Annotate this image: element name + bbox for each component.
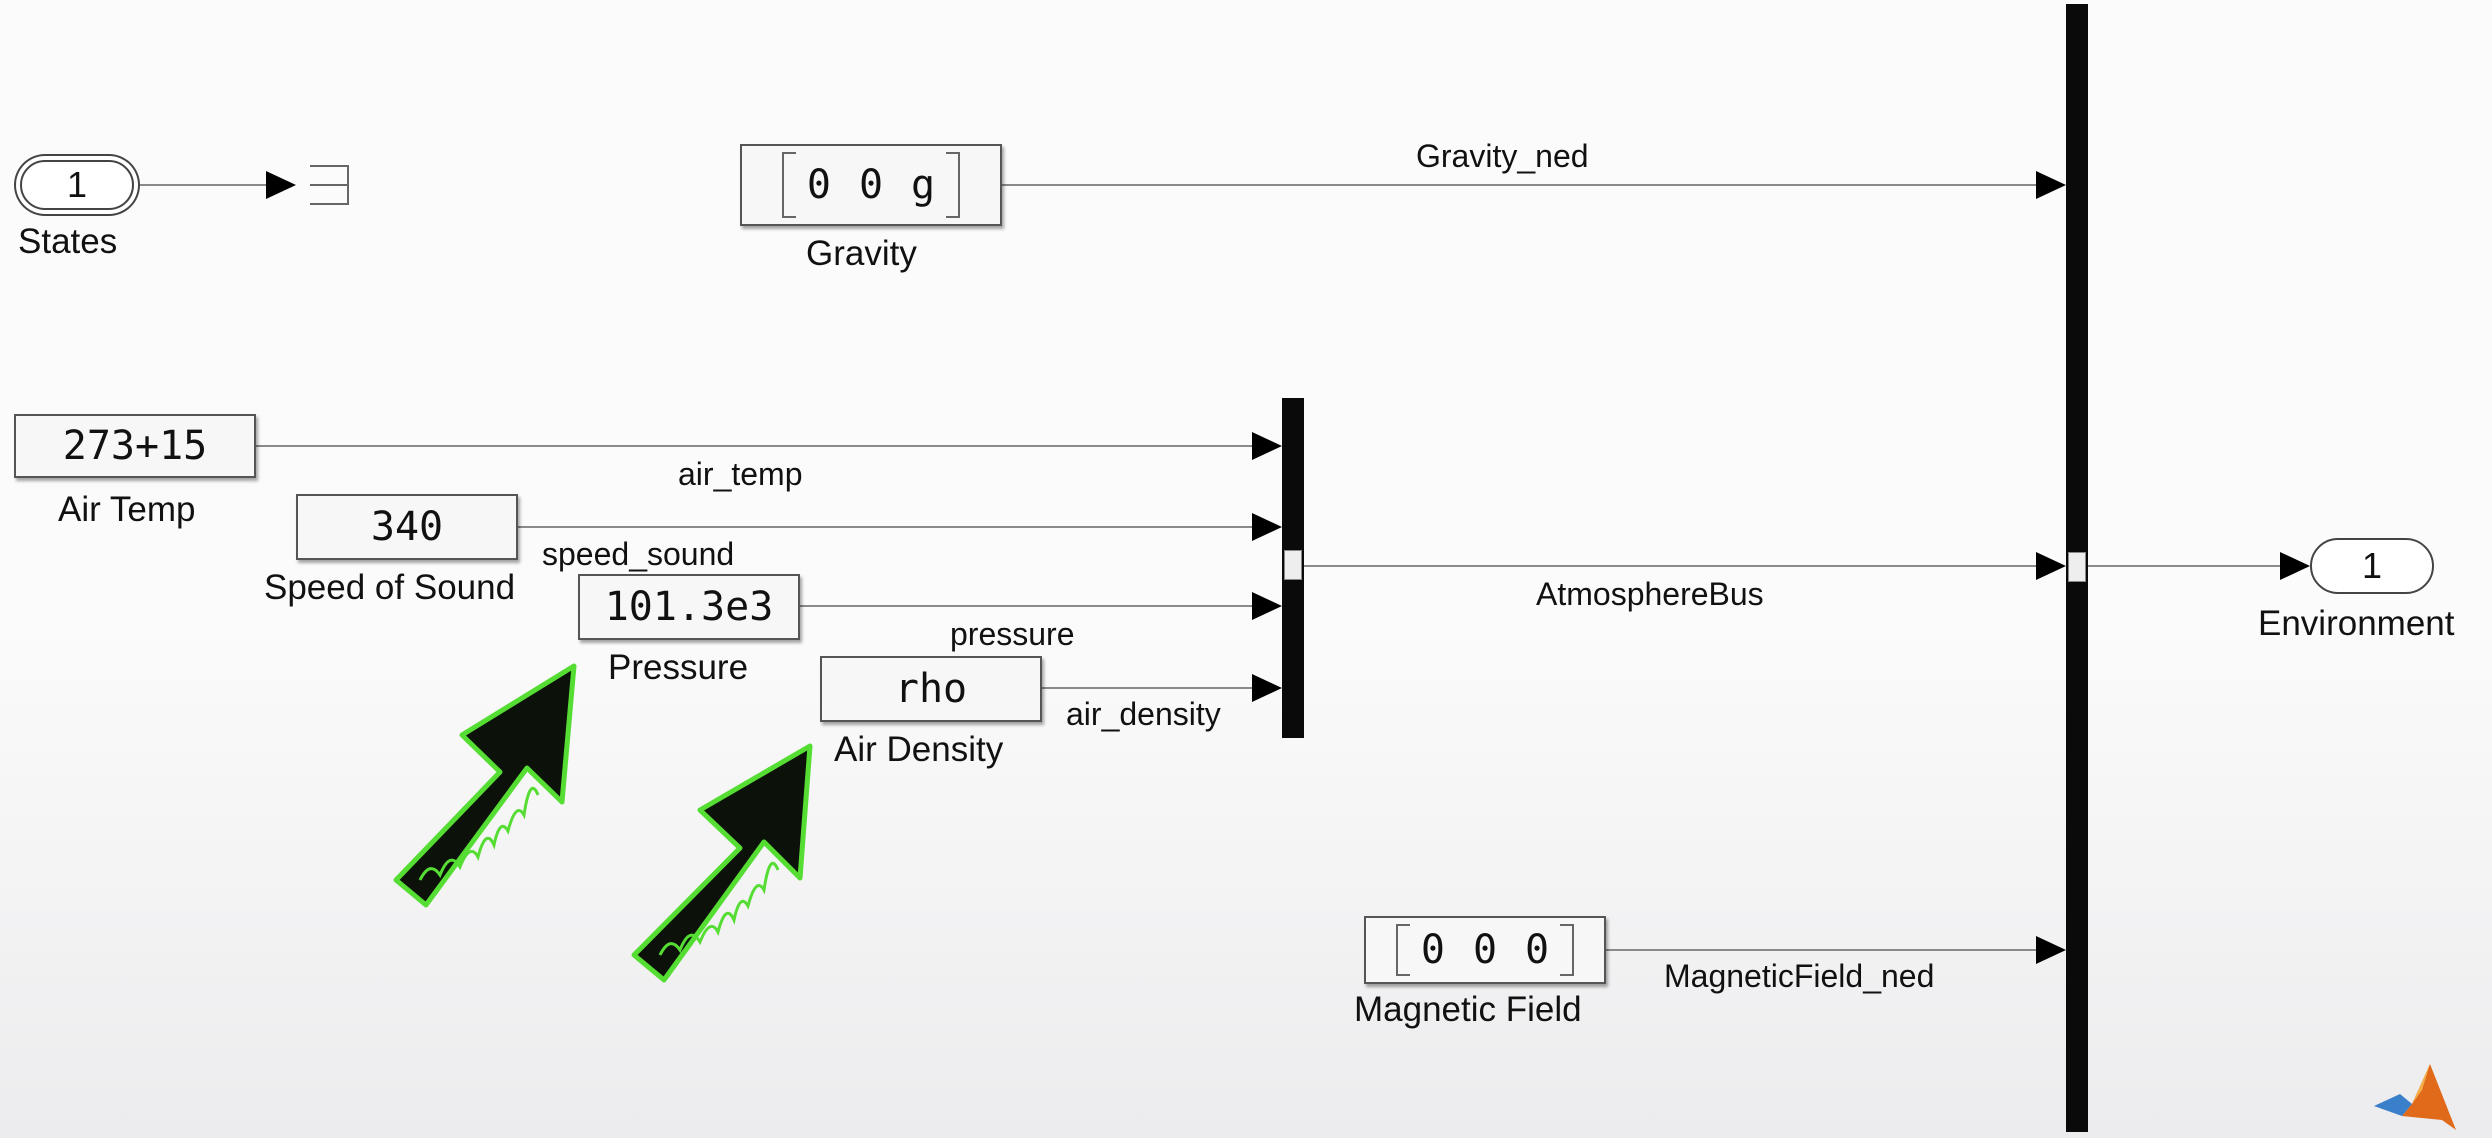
gravity-label: Gravity — [806, 234, 917, 273]
signal-gravity: Gravity_ned — [1416, 138, 1589, 174]
environment-bus-creator[interactable] — [2066, 4, 2088, 1132]
magnetic-value: 0 — [1420, 927, 1445, 973]
air-density-block[interactable]: rho — [820, 656, 1042, 722]
air-density-label: Air Density — [834, 730, 1004, 769]
signal-air-temp: air_temp — [678, 456, 803, 492]
signal-atmosphere-bus: AtmosphereBus — [1536, 576, 1764, 612]
green-arrow-icon — [393, 663, 813, 983]
inport-label: States — [18, 222, 118, 261]
bus-marker — [1284, 550, 1302, 580]
bus-marker — [2068, 552, 2086, 582]
inport-number: 1 — [66, 164, 88, 205]
gravity-block[interactable]: 0 0 g — [740, 144, 1002, 226]
arrow-head — [2036, 171, 2066, 199]
pressure-block[interactable]: 101.3e3 — [578, 574, 800, 640]
arrow-head — [1252, 432, 1282, 460]
outport-number: 1 — [2361, 545, 2383, 586]
magnetic-value: 0 — [1525, 927, 1550, 973]
matlab-logo-icon — [2374, 1064, 2456, 1130]
magnetic-value: 0 — [1472, 927, 1498, 973]
signal-speed-sound: speed_sound — [542, 536, 735, 572]
bracket-left — [1396, 924, 1410, 976]
speed-of-sound-block[interactable]: 340 — [296, 494, 518, 560]
terminator-icon — [310, 165, 349, 205]
arrow-head — [1252, 674, 1282, 702]
signal-air-density: air_density — [1066, 696, 1221, 732]
gravity-value: g — [911, 162, 936, 208]
arrow-head — [2280, 552, 2310, 580]
air-temp-value: 273+15 — [62, 423, 208, 469]
gravity-value: 0 — [858, 162, 884, 208]
arrow-head — [266, 171, 296, 199]
air-temp-label: Air Temp — [58, 490, 196, 529]
signal-magnetic-field: MagneticField_ned — [1664, 958, 1935, 994]
outport-environment[interactable]: 1 — [2310, 538, 2434, 594]
arrow-head — [2036, 552, 2066, 580]
speed-of-sound-label: Speed of Sound — [264, 568, 516, 607]
bracket-right — [1560, 924, 1574, 976]
atmosphere-bus-creator[interactable] — [1282, 398, 1304, 738]
signal-pressure: pressure — [950, 616, 1075, 652]
arrow-head — [1252, 513, 1282, 541]
pressure-value: 101.3e3 — [604, 584, 774, 630]
magnetic-field-label: Magnetic Field — [1354, 990, 1582, 1029]
magnetic-field-block[interactable]: 0 0 0 — [1364, 916, 1606, 984]
pressure-label: Pressure — [608, 648, 749, 687]
inport-states[interactable]: 1 — [20, 160, 134, 210]
arrow-head — [2036, 936, 2066, 964]
bracket-left — [782, 152, 796, 218]
bracket-right — [946, 152, 960, 218]
arrow-head — [1252, 592, 1282, 620]
speed-of-sound-value: 340 — [370, 504, 444, 550]
air-density-value: rho — [894, 666, 968, 712]
gravity-value: 0 — [806, 162, 831, 208]
air-temp-block[interactable]: 273+15 — [14, 414, 256, 478]
outport-label: Environment — [2258, 604, 2455, 643]
